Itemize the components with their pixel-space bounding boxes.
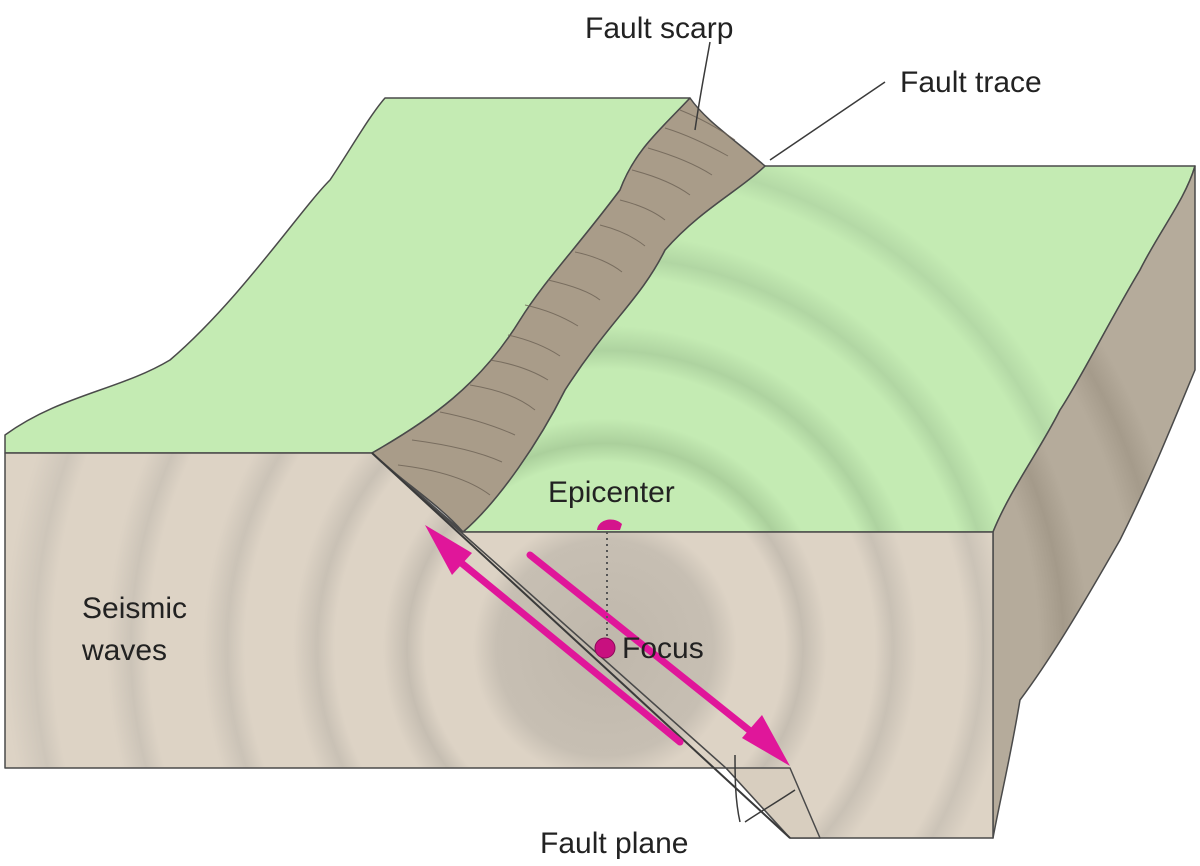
up-motion-arrow-shaft xyxy=(444,548,684,746)
focus-point xyxy=(594,637,616,659)
fault-trace-label: Fault trace xyxy=(900,66,1042,99)
fault-plane-line xyxy=(371,452,791,839)
fault-scarp-leader xyxy=(694,41,711,131)
block-right-side-face xyxy=(992,165,1196,839)
fault-plane-label: Fault plane xyxy=(540,827,688,860)
seismic-waves-label-line2: waves xyxy=(81,634,167,667)
fault-scarp-face xyxy=(371,97,766,533)
scarp-striations xyxy=(397,109,736,496)
focus-label: Focus xyxy=(622,632,704,665)
motion-arrows xyxy=(425,525,790,766)
fault-plane-leader-left xyxy=(734,754,741,823)
seismic-waves-label-line1: Seismic xyxy=(82,592,187,625)
epicenter-label: Epicenter xyxy=(548,476,675,509)
down-motion-arrow-shaft xyxy=(526,551,768,746)
down-motion-arrow-head xyxy=(742,715,790,766)
epicenter-marker xyxy=(597,519,622,640)
fault-plane-leader-right xyxy=(744,789,796,823)
fault-trace-leader xyxy=(769,81,886,161)
fault-scarp-label: Fault scarp xyxy=(585,12,733,45)
up-motion-arrow-head xyxy=(425,525,472,575)
leader-lines xyxy=(694,41,886,823)
fault-plane-wedge xyxy=(725,767,821,839)
